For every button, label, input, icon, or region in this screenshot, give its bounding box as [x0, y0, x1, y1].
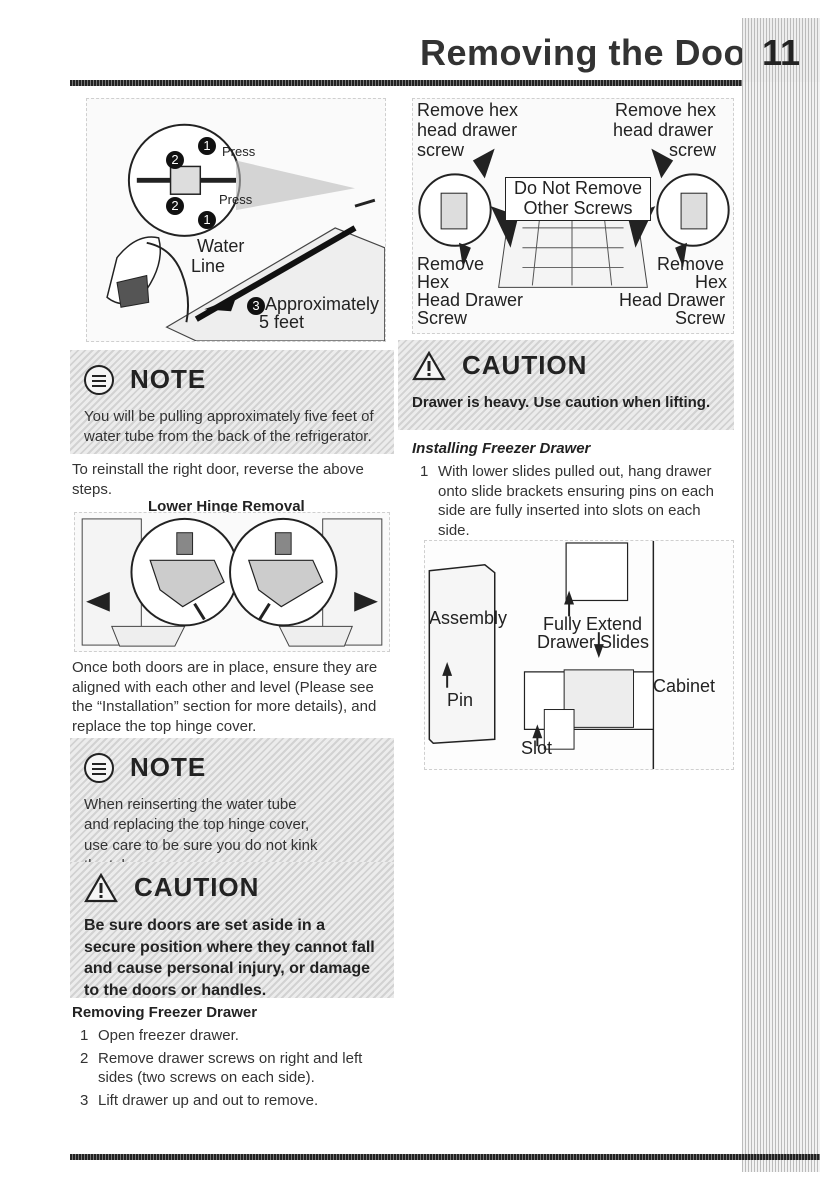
note-header-2: NOTE: [70, 738, 394, 783]
badge-2-top: 2: [166, 151, 184, 169]
badge-2-bottom: 2: [166, 197, 184, 215]
drawer-screws-figure: Remove hex head drawer screw Remove hex …: [412, 98, 734, 334]
warning-triangle-icon: [412, 350, 446, 380]
top-left-line-3: screw: [417, 140, 465, 160]
drawer-slides-illustration: [428, 541, 655, 769]
pin-label: Pin: [447, 690, 474, 710]
water-line-illustration: [106, 123, 385, 341]
note-title-2: NOTE: [130, 752, 207, 782]
approximately-label: Approximately: [265, 294, 380, 314]
water-label: Water: [197, 236, 245, 256]
do-not-remove-line-1: Do Not Remove: [514, 178, 643, 198]
note-title: NOTE: [130, 364, 207, 394]
press-label-bottom: Press: [219, 192, 253, 207]
assembly-label: Assembly: [429, 608, 508, 628]
five-feet-label: 5 feet: [259, 312, 305, 332]
note-icon: [84, 752, 114, 783]
doors-in-place-paragraph: Once both doors are in place, ensure the…: [72, 659, 378, 735]
caution-text-2: Drawer is heavy. Use caution when liftin…: [412, 394, 711, 411]
top-right-line-1: Remove hex: [615, 100, 717, 120]
bottom-right-line-4: Screw: [675, 308, 726, 328]
badge-3: 3: [247, 297, 265, 315]
note-callout: NOTE You will be pulling approximately f…: [70, 350, 394, 454]
note-icon: [84, 364, 114, 395]
caution-header: CAUTION: [70, 862, 394, 903]
bottom-left-line-2: Hex: [417, 272, 450, 292]
caution-callout: CAUTION Be sure doors are set aside in a…: [70, 862, 394, 999]
slot-label: Slot: [521, 738, 553, 758]
page-title: Removing the Doors: [420, 32, 782, 73]
bottom-right-line-3: Head Drawer: [619, 290, 726, 310]
do-not-remove-box: Do Not Remove Other Screws: [505, 177, 652, 221]
do-not-remove-line-2: Other Screws: [523, 197, 633, 218]
page-number: 11: [762, 32, 801, 73]
top-left-line-2: head drawer: [417, 120, 518, 140]
caution-header-2: CAUTION: [398, 340, 734, 381]
top-right-line-3: screw: [669, 140, 717, 160]
bottom-left-line-4: Screw: [417, 308, 468, 328]
lower-hinge-heading: Lower Hinge Removal: [148, 498, 305, 515]
water-line-figure: 1 2 Press 2 Press 1 Water Line 3 Approxi…: [86, 98, 386, 342]
badge-1-top: 1: [198, 137, 216, 155]
header-rule: [70, 80, 742, 86]
note-header: NOTE: [70, 350, 394, 395]
installing-freezer-heading: Installing Freezer Drawer: [412, 440, 591, 457]
cabinet-label: Cabinet: [653, 676, 716, 696]
bottom-right-line-1: Remove: [657, 254, 725, 274]
side-stripe: [742, 82, 820, 1172]
page-number-tab: [742, 18, 820, 82]
caution-title: CAUTION: [134, 872, 260, 902]
bottom-left-line-1: Remove: [417, 254, 485, 274]
top-right-line-2: head drawer: [613, 120, 714, 140]
drawer-slides-label: Drawer Slides: [537, 632, 650, 652]
lower-hinge-figure: [74, 512, 390, 652]
press-label-top: Press: [222, 144, 256, 159]
caution-callout-2: CAUTION Drawer is heavy. Use caution whe…: [398, 340, 734, 430]
badge-1-bottom: 1: [198, 211, 216, 229]
note-callout-2: NOTE When reinserting the water tube and…: [70, 738, 394, 874]
top-left-line-1: Remove hex: [417, 100, 519, 120]
removing-freezer-heading: Removing Freezer Drawer: [72, 1004, 258, 1021]
fully-extend-label: Fully Extend: [543, 614, 643, 634]
bottom-left-line-3: Head Drawer: [417, 290, 524, 310]
bottom-right-line-2: Hex: [695, 272, 728, 292]
warning-triangle-icon: [84, 872, 118, 902]
footer-rule: [70, 1154, 820, 1160]
reinstall-paragraph: To reinstall the right door, reverse the…: [72, 461, 364, 498]
lower-hinge-illustration: [81, 517, 383, 647]
caution-text: Be sure doors are set aside in a secure …: [84, 917, 375, 999]
line-label: Line: [191, 256, 226, 276]
drawer-slides-figure: Assembly Fully Extend Drawer Slides Cabi…: [424, 540, 734, 770]
caution-title-2: CAUTION: [462, 350, 588, 380]
note-text: You will be pulling approximately five f…: [84, 408, 374, 446]
